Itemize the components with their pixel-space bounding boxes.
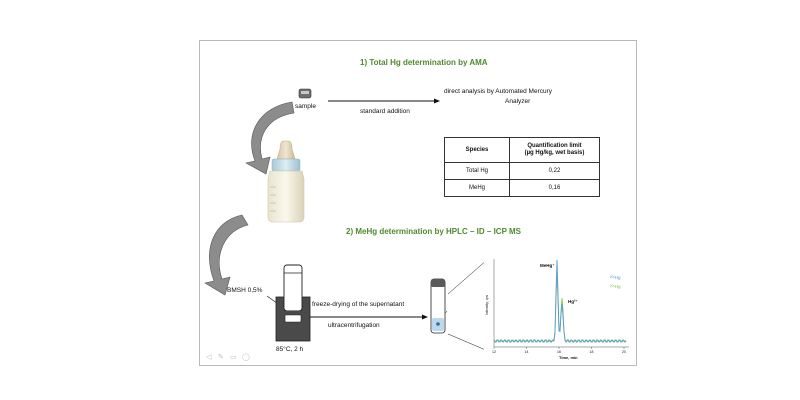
zoom-line-bottom [448, 334, 488, 351]
header-limit: Quantification limit (µg Hg/kg, wet basi… [510, 138, 600, 163]
ama-label-line1: direct analysis by Automated Mercury [444, 88, 552, 95]
chromatogram-chart: 12 14 16 18 20 Intensity, cps Time, min MeHg… [484, 255, 634, 365]
options-icon[interactable]: ◯ [242, 353, 250, 361]
sample-label: sample [295, 103, 316, 110]
freeze-drying-label: freeze-drying of the supernatant [312, 301, 404, 308]
chart-xlabel: Time, min [559, 355, 578, 360]
heating-label: 85°C, 2 h [276, 346, 303, 353]
standard-addition-label: standard addition [360, 108, 410, 115]
pen-icon[interactable]: ✎ [218, 353, 224, 361]
peak-hg2-label: Hg²⁺ [568, 299, 578, 304]
zoom-line-top [448, 259, 488, 294]
heating-block-icon [272, 263, 314, 343]
curved-arrow-lower [205, 215, 248, 295]
header-limit-line1: Quantification limit [527, 143, 581, 149]
x-tick-label: 16 [557, 350, 561, 354]
peak-mehg-label: MeHg⁺ [540, 263, 555, 268]
back-icon[interactable]: ◁ [206, 353, 211, 361]
table-row: Total Hg 0,22 [445, 163, 600, 180]
table-header-row: Species Quantification limit (µg Hg/kg, … [445, 138, 600, 163]
legend-202hg: ²⁰²Hg [610, 275, 621, 280]
sample-vial-icon [298, 88, 312, 100]
screen-icon[interactable]: ▭ [230, 353, 237, 361]
cell-species: MeHg [445, 180, 510, 197]
table-row: MeHg 0,16 [445, 180, 600, 197]
section2-heading: 2) MeHg determination by HPLC – ID – ICP… [346, 227, 521, 236]
x-tick-label: 20 [622, 350, 626, 354]
ultracentrifugation-label: ultracentrifugation [328, 322, 380, 329]
centrifuge-tube-icon [428, 278, 448, 336]
cell-limit: 0,22 [510, 163, 600, 180]
legend-201hg: ²⁰¹Hg [610, 284, 621, 289]
cell-species: Total Hg [445, 163, 510, 180]
ama-label-line2: Analyzer [505, 98, 530, 105]
header-limit-line2: (µg Hg/kg, wet basis) [525, 150, 585, 156]
header-species: Species [445, 138, 510, 163]
cell-limit: 0,16 [510, 180, 600, 197]
reagent-label: BMSH 0,5% [227, 287, 262, 294]
x-tick-label: 12 [492, 350, 496, 354]
slide-frame: 1) Total Hg determination by AMA sample … [199, 40, 637, 366]
baby-bottle-icon [260, 139, 312, 223]
x-tick-label: 18 [590, 350, 594, 354]
x-tick-label: 14 [525, 350, 529, 354]
quantification-table: Species Quantification limit (µg Hg/kg, … [444, 137, 600, 197]
chart-ylabel: Intensity, cps [485, 295, 489, 315]
